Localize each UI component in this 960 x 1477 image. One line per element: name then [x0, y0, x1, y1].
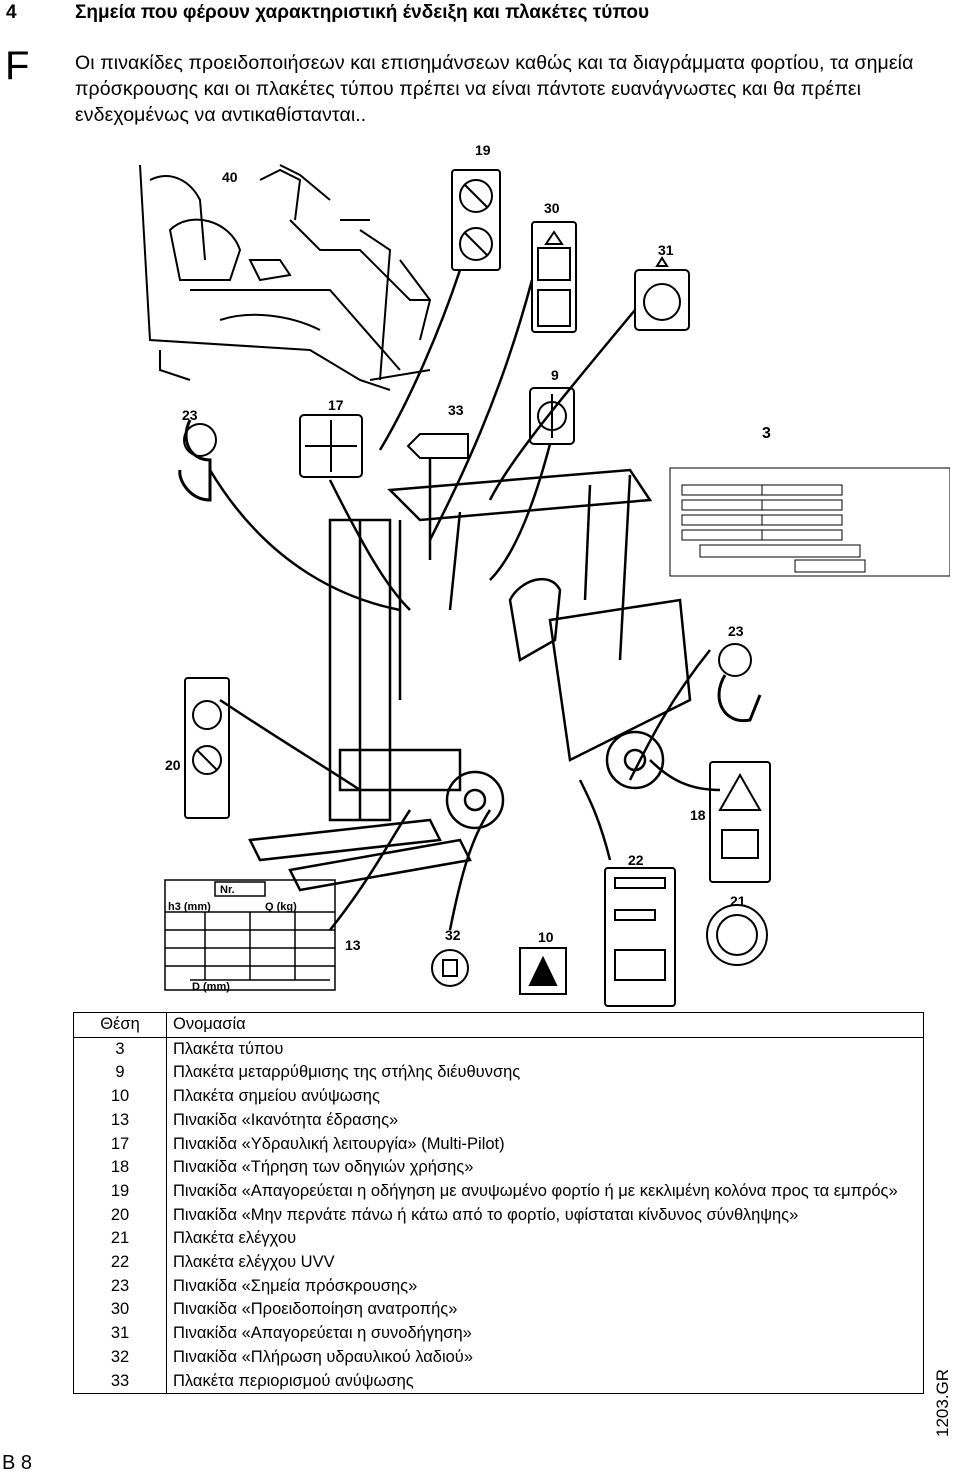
- legend-pos: 17: [73, 1132, 167, 1157]
- legend-name: Πινακίδα «Υδραυλική λειτουργία» (Multi-P…: [166, 1132, 924, 1157]
- label-19-plate: [451, 169, 501, 271]
- legend-name: Πινακίδα «Απαγορεύεται η οδήγηση με ανυψ…: [166, 1179, 924, 1204]
- legend-name: Πινακίδα «Τήρηση των οδηγιών χρήσης»: [166, 1156, 924, 1180]
- section-number: 4: [6, 2, 17, 23]
- section-title: Σημεία που φέρουν χαρακτηριστική ένδειξη…: [75, 2, 649, 23]
- callout-3: 3: [762, 425, 771, 442]
- label-23-hook-left: [178, 419, 217, 502]
- callout-32: 32: [445, 927, 461, 943]
- forklift-body: [248, 468, 692, 892]
- callout-9: 9: [551, 367, 559, 383]
- legend-name: Πλακέτα σημείου ανύψωσης: [166, 1085, 924, 1109]
- label-31-plate: [634, 256, 690, 331]
- callout-21: 21: [730, 893, 746, 909]
- callout-numbers: 40 19 30 31 9 23 17 33 3 23 20 18 22 21 …: [165, 142, 771, 993]
- label-18-plate: [709, 761, 771, 883]
- legend-pos: 21: [73, 1227, 167, 1252]
- label-33-plate: [406, 433, 469, 459]
- label-9-plate: [529, 387, 575, 445]
- doc-id-container: 1203.GR: [925, 1355, 960, 1437]
- cab-interior-sketch: [139, 164, 432, 391]
- intro-paragraph: Οι πινακίδες προειδοποιήσεων και επισημά…: [75, 52, 914, 126]
- legend-header-row: Θέση Ονομασία: [73, 1012, 924, 1038]
- legend-pos: 3: [73, 1037, 167, 1062]
- legend-pos: 20: [73, 1203, 167, 1228]
- plate-label-h3: h3 (mm): [168, 901, 211, 913]
- label-17-plate: [299, 414, 363, 478]
- callout-30: 30: [544, 200, 560, 216]
- callout-33: 33: [448, 402, 464, 418]
- legend-pos: 33: [73, 1369, 167, 1395]
- legend-pos: 9: [73, 1061, 167, 1086]
- label-23-hook-right: [717, 643, 762, 723]
- legend-pos: 13: [73, 1108, 167, 1133]
- page-number: B 8: [2, 1452, 33, 1474]
- callout-18: 18: [690, 807, 706, 823]
- legend-pos: 18: [73, 1156, 167, 1180]
- label-30-plate: [531, 221, 577, 333]
- callout-20: 20: [165, 757, 181, 773]
- legend-pos: 32: [73, 1345, 167, 1370]
- legend-pos: 23: [73, 1274, 167, 1299]
- legend-name: Πινακίδα «Πλήρωση υδραυλικού λαδιού»: [166, 1345, 924, 1370]
- legend-pos: 30: [73, 1298, 167, 1323]
- language-marker: F: [5, 44, 30, 88]
- legend-name: Πλακέτα ελέγχου UVV: [166, 1251, 924, 1275]
- legend-name: Πλακέτα ελέγχου: [166, 1227, 924, 1252]
- forklift-labels-figure: 40 19 30 31 9 23 17 33 3 23 20 18 22 21 …: [130, 140, 950, 1010]
- callout-22: 22: [628, 852, 644, 868]
- label-3-type-plate: [669, 467, 950, 577]
- label-32-plate: [431, 949, 469, 987]
- legend-pos: 31: [73, 1322, 167, 1346]
- legend-pos: 10: [73, 1085, 167, 1109]
- legend-name: Πλακέτα περιορισμού ανύψωσης: [166, 1369, 924, 1395]
- callout-31: 31: [658, 242, 674, 258]
- legend-name: Πινακίδα «Μην περνάτε πάνω ή κάτω από το…: [166, 1203, 924, 1228]
- callout-40: 40: [222, 169, 238, 185]
- legend-name: Πινακίδα «Προειδοποίηση ανατροπής»: [166, 1298, 924, 1323]
- legend-header-name: Ονομασία: [166, 1012, 924, 1038]
- legend-name: Πλακέτα μεταρρύθμισης της στήλης διέυθυν…: [166, 1061, 924, 1086]
- legend-name: Πινακίδα «Απαγορεύεται η συνοδήγηση»: [166, 1322, 924, 1346]
- label-20-plate: [184, 677, 230, 819]
- leader-lines: [208, 269, 721, 931]
- callout-23-right: 23: [728, 623, 744, 639]
- callout-23-left: 23: [182, 407, 198, 423]
- plate-label-d: D (mm): [192, 981, 230, 993]
- callout-19: 19: [475, 142, 491, 158]
- label-22-plate: [604, 867, 676, 1007]
- callout-10: 10: [538, 929, 554, 945]
- legend-header-position: Θέση: [73, 1012, 167, 1038]
- label-13-plate: [164, 879, 336, 991]
- callout-13: 13: [345, 937, 361, 953]
- plate-label-q: Q (kg): [265, 901, 297, 913]
- plate-label-nr: Nr.: [220, 884, 235, 896]
- legend-pos: 19: [73, 1179, 167, 1204]
- callout-17: 17: [328, 397, 344, 413]
- label-10-plate: [519, 947, 567, 995]
- legend-name: Πινακίδα «Ικανότητα έδρασης»: [166, 1108, 924, 1133]
- doc-id: 1203.GR: [933, 1368, 952, 1437]
- legend-name: Πινακίδα «Σημεία πρόσκρουσης»: [166, 1274, 924, 1299]
- legend-pos: 22: [73, 1251, 167, 1275]
- label-21-plate: [706, 904, 768, 966]
- legend-name: Πλακέτα τύπου: [166, 1037, 924, 1062]
